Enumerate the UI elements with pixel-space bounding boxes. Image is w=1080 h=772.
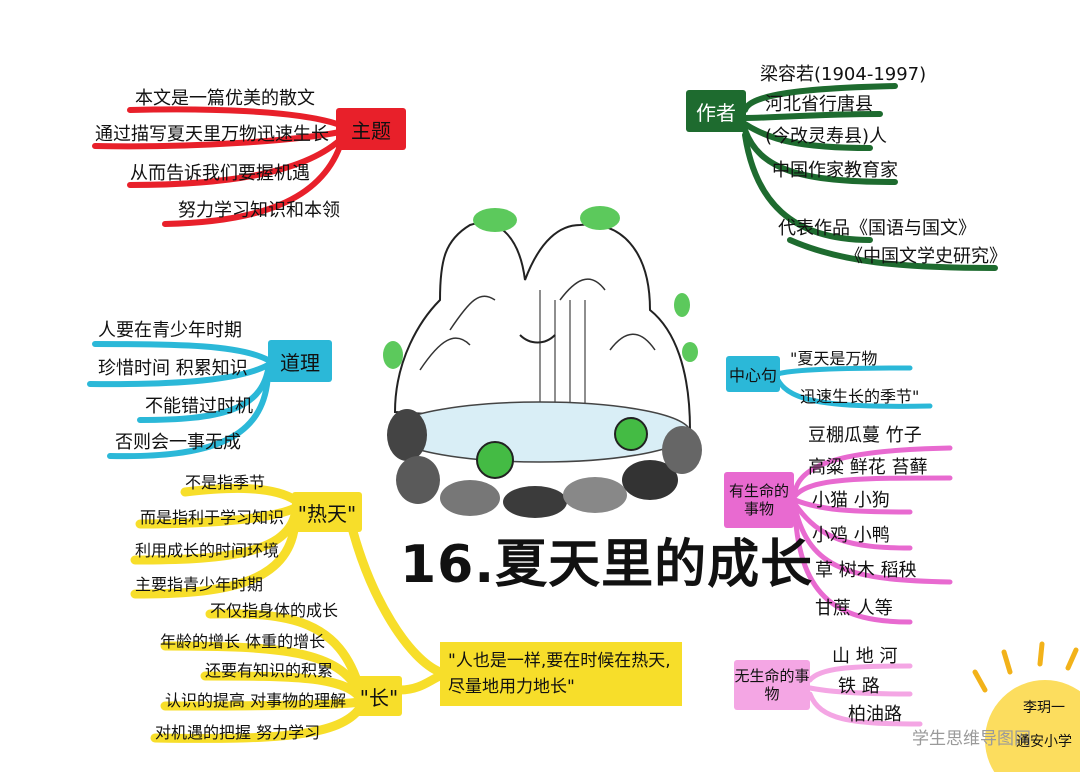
reason-branch-lines — [87, 341, 271, 460]
author-item: 代表作品《国语与国文》 — [778, 218, 976, 239]
page-title: 16.夏天里的成长 — [400, 535, 814, 595]
living-item: 小鸡 小鸭 — [812, 525, 890, 546]
reason-item: 不能错过时机 — [145, 396, 253, 417]
mountain-waterfall-illustration — [383, 206, 702, 518]
theme-item: 本文是一篇优美的散文 — [135, 88, 315, 109]
grow-item: 认识的提高 对事物的理解 — [165, 691, 347, 710]
theme-branch-lines — [92, 106, 343, 227]
living-node: 有生命的事物 — [724, 472, 794, 528]
nonliving-item: 山 地 河 — [832, 646, 898, 667]
reason-item: 珍惜时间 积累知识 — [98, 358, 248, 379]
living-branch-lines — [792, 445, 953, 625]
watermark: 学生思维导图网 — [912, 729, 1031, 749]
central-node: 中心句 — [726, 356, 780, 392]
living-item: 豆棚瓜蔓 竹子 — [808, 425, 922, 446]
central-label: 中心句 — [728, 366, 777, 385]
theme-item: 通过描写夏天里万物迅速生长 — [95, 124, 329, 145]
living-label: 有生命的事物 — [728, 482, 789, 518]
living-item: 小猫 小狗 — [812, 490, 890, 511]
author-label: 作者 — [696, 100, 736, 125]
quote-box: "人也是一样,要在时候在热天,尽量地用力地长" — [440, 642, 682, 706]
hot-node: "热天" — [292, 492, 362, 532]
nonliving-item: 铁 路 — [838, 676, 880, 697]
reason-node: 道理 — [268, 340, 332, 382]
nonliving-branch-lines — [807, 663, 923, 727]
grow-item: 不仅指身体的成长 — [210, 601, 339, 620]
author-branch-lines — [742, 83, 998, 271]
hot-item: 而是指利于学习知识 — [140, 508, 285, 527]
hot-item: 利用成长的时间环境 — [135, 541, 280, 560]
hot-item: 主要指青少年时期 — [135, 575, 264, 594]
author-signature: 李玥一 通安小学 — [1016, 700, 1072, 750]
central-item: "夏天是万物 — [790, 349, 878, 368]
living-item: 甘蔗 人等 — [815, 598, 893, 619]
sun-decoration — [972, 641, 1080, 772]
author-item: 中国作家教育家 — [772, 160, 898, 181]
hot-item: 不是指季节 — [185, 473, 266, 492]
grow-item: 对机遇的把握 努力学习 — [155, 723, 321, 742]
theme-node: 主题 — [336, 108, 406, 150]
theme-label: 主题 — [351, 118, 391, 143]
grow-label: "长" — [359, 685, 399, 710]
grow-branch-lines — [150, 609, 445, 743]
author-item: 梁容若(1904-1997) — [760, 64, 927, 85]
grow-item: 还要有知识的积累 — [205, 661, 334, 680]
central-branch-lines — [775, 365, 933, 409]
author-item: 《中国文学史研究》 — [845, 246, 1007, 267]
nonliving-item: 柏油路 — [848, 704, 902, 725]
central-item: 迅速生长的季节" — [800, 387, 920, 406]
theme-item: 努力学习知识和本领 — [178, 200, 340, 221]
reason-item: 人要在青少年时期 — [98, 320, 242, 341]
nonliving-label: 无生命的事物 — [734, 667, 810, 703]
living-item: 草 树木 稻秧 — [815, 560, 917, 581]
author-item: 河北省行唐县 — [765, 94, 873, 115]
grow-node: "长" — [356, 676, 402, 716]
living-item: 高粱 鲜花 苔藓 — [808, 457, 928, 478]
hot-branch-lines — [130, 483, 445, 677]
hot-label: "热天" — [297, 501, 357, 526]
reason-label: 道理 — [280, 350, 320, 375]
theme-item: 从而告诉我们要握机遇 — [130, 163, 310, 184]
author-node: 作者 — [686, 90, 746, 132]
reason-item: 否则会一事无成 — [115, 432, 241, 453]
grow-item: 年龄的增长 体重的增长 — [160, 632, 326, 651]
nonliving-node: 无生命的事物 — [734, 660, 810, 710]
author-item: (今改灵寿县)人 — [765, 126, 888, 147]
